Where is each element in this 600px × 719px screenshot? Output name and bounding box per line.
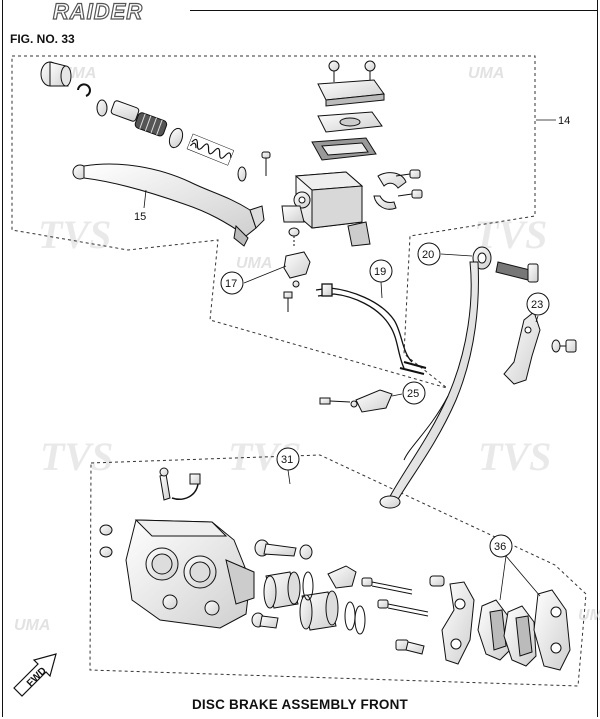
callout-20: 20 xyxy=(417,242,473,266)
callout-label: 23 xyxy=(531,299,543,311)
forward-direction-arrow: FWD xyxy=(13,653,57,697)
brake-lever-part xyxy=(72,163,265,247)
callout-19: 19 xyxy=(369,259,393,299)
handlebar-clamp-part xyxy=(373,172,407,210)
callout-15: 15 xyxy=(134,189,147,223)
mounting-bolt-part xyxy=(395,639,425,655)
pad-pin-part xyxy=(377,599,429,617)
callout-36: 36 xyxy=(489,534,541,601)
hose-guide-clip-part xyxy=(319,389,393,413)
callout-label: 14 xyxy=(558,115,570,127)
pad-shim-part xyxy=(533,589,571,671)
callout-14: 14 xyxy=(536,115,570,127)
callout-label: 20 xyxy=(422,249,434,261)
watermark-uma: UMA xyxy=(236,255,272,272)
callout-label: 17 xyxy=(225,278,237,290)
watermark-tvs: TVS xyxy=(40,434,113,479)
callout-25: 25 xyxy=(391,381,426,405)
dust-boot-part xyxy=(40,61,72,87)
cap-screws-part xyxy=(328,60,376,82)
master-piston-part xyxy=(110,100,168,137)
figure-number: FIG. NO. 33 xyxy=(10,32,75,46)
pad-spring-part xyxy=(327,565,357,589)
master-cylinder-body-part xyxy=(281,171,371,247)
watermark-tvs: TVS xyxy=(38,212,111,257)
callout-23: 23 xyxy=(526,292,550,323)
slide-pin-part xyxy=(251,612,279,629)
return-spring-part xyxy=(186,133,235,166)
callout-label: 36 xyxy=(494,541,506,553)
caliper-body-part xyxy=(125,519,255,629)
diagram-caption: DISC BRAKE ASSEMBLY FRONT xyxy=(191,697,409,712)
clamp-bolts-part xyxy=(395,169,423,199)
master-cylinder-parts xyxy=(40,60,577,509)
callout-label: 31 xyxy=(281,454,293,466)
caliper-piston-part xyxy=(263,571,301,609)
pin-plug-part xyxy=(429,575,445,587)
bleeder-cap-part xyxy=(99,546,113,558)
brake-pad-part xyxy=(477,599,511,661)
slide-pin-boot-part xyxy=(254,539,313,560)
assembly-outlines xyxy=(11,55,587,687)
piston-seal-part xyxy=(344,601,356,631)
bleeder-screw-part xyxy=(159,467,201,501)
watermark-uma: UMA xyxy=(578,607,600,624)
watermark-tvs: TVS xyxy=(478,434,551,479)
hose-bracket-part xyxy=(503,311,577,385)
brake-switch-part xyxy=(283,251,311,312)
callout-label: 25 xyxy=(407,388,419,400)
caliper-group-outline xyxy=(89,454,587,687)
callout-31: 31 xyxy=(276,447,300,485)
circlip-part xyxy=(77,83,91,97)
callout-layer: 14 15 17 19 20 xyxy=(134,115,570,601)
watermark-uma: UMA xyxy=(468,65,504,82)
callout-label: 19 xyxy=(374,266,386,278)
end-washer-part xyxy=(237,166,247,182)
pivot-nut-part xyxy=(288,227,300,237)
header-rule xyxy=(190,10,598,11)
pivot-bolt-part xyxy=(261,151,271,176)
piston-seal-part xyxy=(354,605,366,635)
brand-logo-text: RAIDER xyxy=(52,0,144,24)
brake-hose-part xyxy=(379,261,479,509)
watermark-uma: UMA xyxy=(14,617,50,634)
pad-pin-part xyxy=(361,577,413,595)
callout-17: 17 xyxy=(220,265,287,295)
switch-harness-part xyxy=(315,283,427,375)
piston-seal-part xyxy=(302,571,314,601)
caliper-parts xyxy=(99,467,571,671)
callout-label: 15 xyxy=(134,211,146,223)
bleeder-cap-part xyxy=(99,524,113,536)
caliper-piston-part xyxy=(299,590,339,631)
brand-logo: RAIDER xyxy=(8,0,188,24)
washer-part xyxy=(96,99,108,117)
cup-seal-part xyxy=(168,127,184,149)
brake-pad-part xyxy=(503,605,537,667)
caliper-bracket-part xyxy=(441,581,475,665)
